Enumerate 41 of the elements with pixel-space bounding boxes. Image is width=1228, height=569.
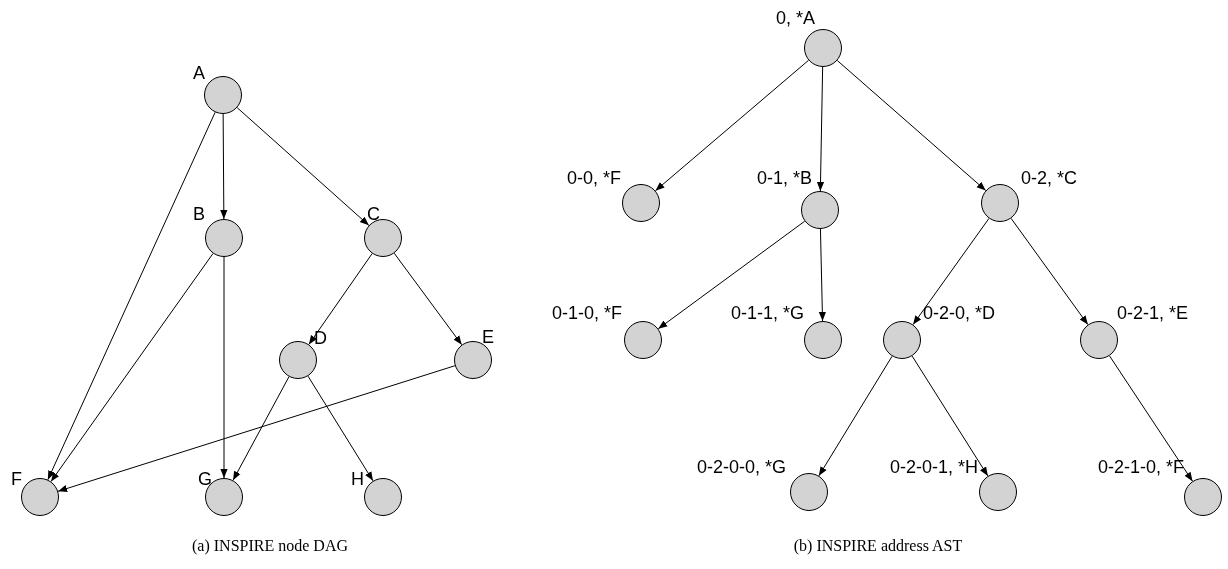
node-label: E	[482, 327, 494, 347]
arrow	[393, 252, 463, 346]
arrow	[307, 375, 374, 482]
arrow	[47, 111, 216, 481]
node-label: 0-1-0, *F	[551, 303, 622, 323]
node-label: H	[351, 469, 364, 489]
node-label: 0-2-1-0, *F	[1097, 457, 1184, 477]
node-label: 0-1, *B	[756, 168, 812, 188]
node-label: 0-2-0, *D	[923, 303, 996, 323]
arrow	[50, 253, 214, 482]
arrow	[232, 376, 290, 481]
node-label: 0, *A	[775, 8, 815, 28]
arrow	[236, 107, 370, 226]
node-label: C	[367, 204, 380, 224]
node-label: A	[193, 63, 205, 83]
arrow	[1109, 355, 1193, 482]
figure-caption: (a) INSPIRE node DAG	[192, 537, 348, 555]
arrow	[818, 355, 893, 477]
node-label: B	[193, 204, 205, 224]
arrow	[657, 220, 806, 330]
node-label: G	[198, 469, 212, 489]
arrow	[836, 60, 987, 191]
arrow	[220, 113, 228, 220]
node-label: 0-2-0-1, *H	[889, 457, 978, 477]
arrow	[818, 228, 826, 322]
arrow	[912, 217, 990, 326]
arrow	[308, 253, 373, 345]
node-label: F	[11, 469, 22, 489]
arrow	[654, 59, 810, 192]
figure-caption: (b) INSPIRE address AST	[793, 537, 963, 555]
node-label: 0-0, *F	[566, 168, 621, 188]
arrow	[220, 256, 228, 479]
node-label: 0-2-0-0, *G	[696, 457, 786, 477]
node-label: 0-2-1, *E	[1117, 303, 1189, 323]
node-label: D	[314, 328, 327, 348]
arrow	[816, 66, 825, 192]
arrow	[911, 355, 989, 477]
arrow	[1010, 217, 1089, 326]
node-label: 0-1-1, *G	[730, 303, 804, 323]
arrow	[57, 365, 456, 492]
node-label: 0-2, *C	[1021, 168, 1078, 188]
